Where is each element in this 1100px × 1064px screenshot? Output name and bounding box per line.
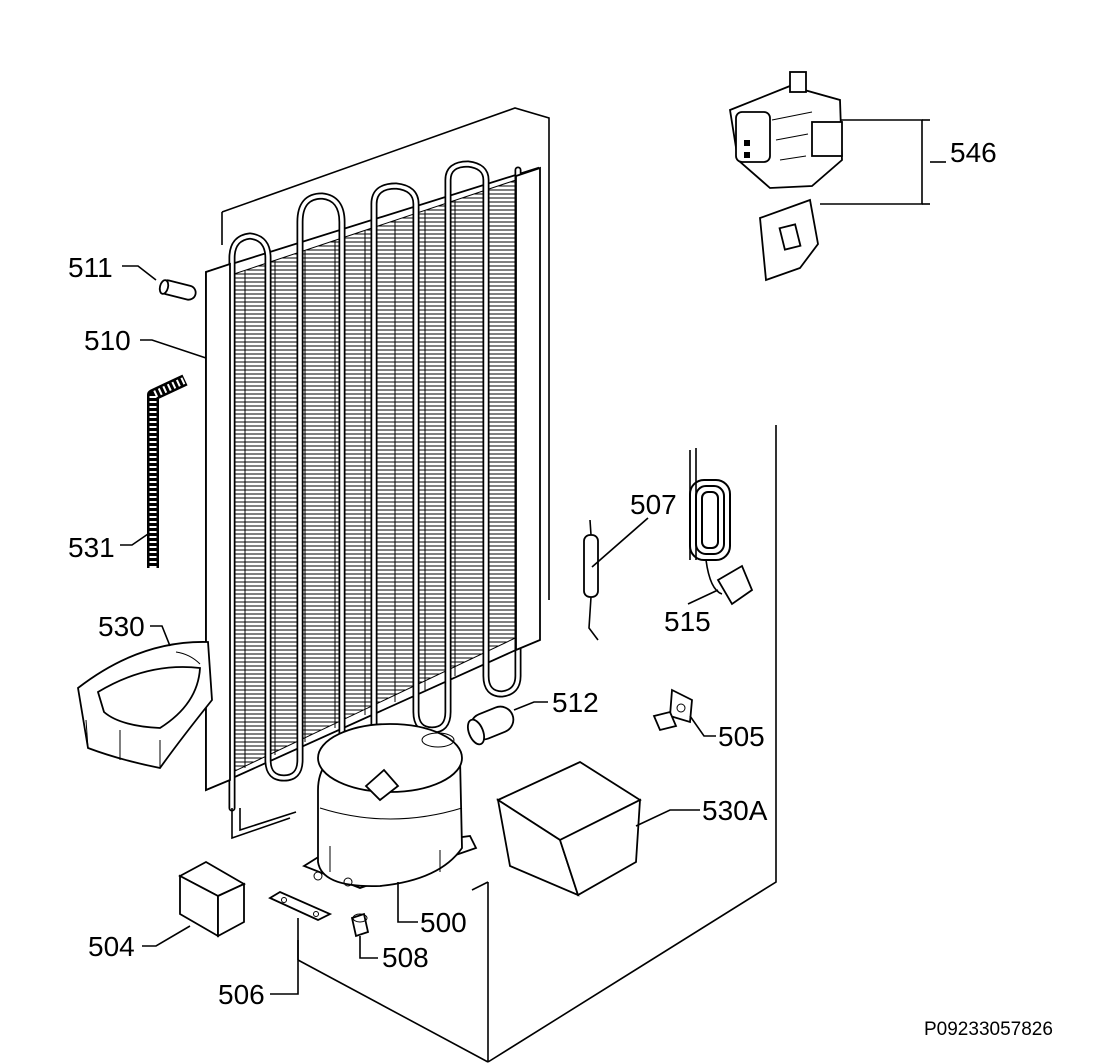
label-505: 505 (718, 721, 765, 752)
label-530a: 530A (702, 795, 768, 826)
drain-hose-icon (147, 374, 188, 568)
label-530: 530 (98, 611, 145, 642)
filter-dryer-icon (583, 519, 599, 641)
label-546: 546 (950, 137, 997, 168)
relay-box-icon (178, 860, 246, 938)
leader-lines (120, 265, 719, 995)
cover-box-icon (496, 760, 642, 897)
label-506: 506 (218, 979, 265, 1010)
label-507: 507 (630, 489, 677, 520)
power-cable-icon (689, 448, 754, 606)
grommet-icon (158, 279, 197, 301)
clamp-icon (466, 705, 515, 746)
drip-tray-icon (77, 641, 213, 769)
nut-icon (350, 912, 370, 938)
label-510: 510 (84, 325, 131, 356)
cabinet-outline (221, 107, 777, 1063)
label-531: 531 (68, 532, 115, 563)
label-511: 511 (68, 252, 113, 283)
drawing-code: P09233057826 (924, 1019, 1053, 1040)
thermostat-icon (728, 71, 946, 282)
label-508: 508 (382, 942, 429, 973)
label-504: 504 (88, 931, 135, 962)
label-500: 500 (420, 907, 467, 938)
bracket-icon (652, 688, 693, 732)
compressor-icon (302, 723, 478, 889)
label-515: 515 (664, 606, 711, 637)
label-512: 512 (552, 687, 599, 718)
condenser-icon (205, 160, 541, 840)
bracket-icon (268, 890, 333, 921)
